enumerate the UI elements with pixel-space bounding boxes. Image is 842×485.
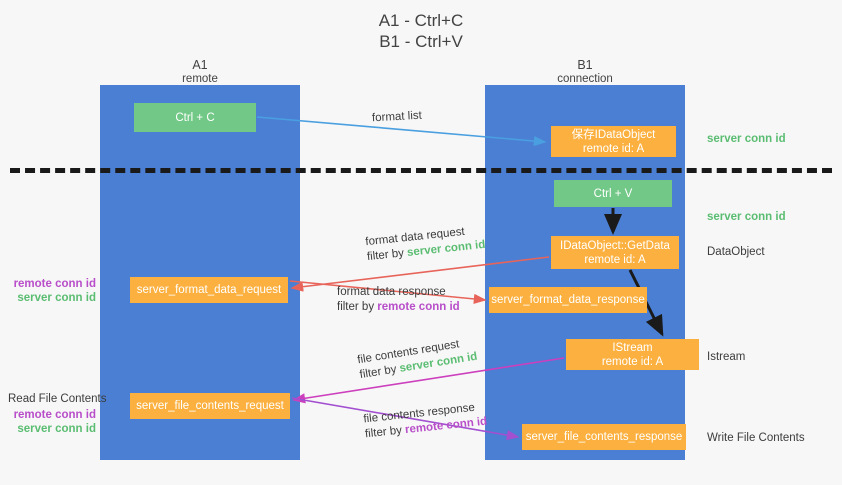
box-server-file-contents-request[interactable]: server_file_contents_request <box>130 393 290 419</box>
label-remote-conn-id-lower: remote conn id <box>13 409 96 421</box>
box-save-idataobject[interactable]: 保存IDataObject remote id: A <box>551 126 676 157</box>
box-server-file-contents-response-label: server_file_contents_response <box>525 431 683 443</box>
label-fdresp-highlight: remote conn id <box>377 301 460 313</box>
box-ctrl-c-label: Ctrl + C <box>175 111 215 124</box>
label-format-data-request: format data request filter by server con… <box>365 223 486 265</box>
label-server-conn-id-upper: server conn id <box>17 292 96 304</box>
box-idataobject-getdata[interactable]: IDataObject::GetData remote id: A <box>551 236 679 269</box>
lane-header-b1: B1 connection <box>485 58 685 86</box>
lane-header-b1-name: B1 <box>577 58 593 72</box>
label-format-data-response-filter: filter by remote conn id <box>337 300 460 315</box>
box-getdata-line2: remote id: A <box>584 253 646 266</box>
label-file-contents-request: file contents request filter by server c… <box>356 335 479 383</box>
lane-header-a1-role: remote <box>182 73 218 85</box>
label-server-conn-id-mid: server conn id <box>707 211 786 223</box>
label-fcresp-prefix: filter by <box>364 424 406 441</box>
box-server-file-contents-response[interactable]: server_file_contents_response <box>522 424 686 450</box>
label-server-conn-id-top: server conn id <box>707 133 786 145</box>
title-line-2: B1 - Ctrl+V <box>379 32 463 51</box>
box-save-idataobject-line1: 保存IDataObject <box>571 128 656 141</box>
page-title: A1 - Ctrl+C B1 - Ctrl+V <box>0 10 842 52</box>
box-server-format-data-response-label: server_format_data_response <box>491 294 645 306</box>
phase-divider <box>10 168 832 173</box>
title-line-1: A1 - Ctrl+C <box>378 11 464 30</box>
box-server-file-contents-request-label: server_file_contents_request <box>136 400 284 412</box>
label-remote-conn-id-upper: remote conn id <box>13 278 96 290</box>
label-format-data-response-line1: format data response <box>337 286 446 298</box>
label-format-data-response: format data response filter by remote co… <box>337 285 460 315</box>
label-fdresp-prefix: filter by <box>337 301 378 313</box>
label-conn-ids-upper: remote conn id server conn id <box>8 277 96 305</box>
lane-header-b1-role: connection <box>557 73 613 85</box>
box-getdata-line1: IDataObject::GetData <box>560 239 670 252</box>
label-file-contents-response: file contents response filter by remote … <box>363 400 488 443</box>
box-server-format-data-response[interactable]: server_format_data_response <box>489 287 647 313</box>
box-istream-line1: IStream <box>612 341 653 354</box>
label-server-conn-id-lower: server conn id <box>17 423 96 435</box>
box-istream-line2: remote id: A <box>601 355 664 368</box>
label-dataobject: DataObject <box>707 246 765 258</box>
box-ctrl-v-label: Ctrl + V <box>593 187 633 200</box>
box-server-format-data-request-label: server_format_data_request <box>136 284 282 296</box>
box-ctrl-v[interactable]: Ctrl + V <box>554 180 672 207</box>
label-fdreq-prefix: filter by <box>366 246 408 264</box>
label-format-list-text: format list <box>371 109 423 125</box>
label-read-file-contents: Read File Contents <box>8 393 107 405</box>
label-format-list: format list <box>372 109 423 127</box>
box-save-idataobject-line2: remote id: A <box>582 142 645 155</box>
box-istream[interactable]: IStream remote id: A <box>566 339 699 370</box>
label-istream: Istream <box>707 351 746 363</box>
label-write-file-contents: Write File Contents <box>707 432 805 444</box>
lane-header-a1-name: A1 <box>192 58 208 72</box>
lane-header-a1: A1 remote <box>100 58 300 86</box>
box-ctrl-c[interactable]: Ctrl + C <box>134 103 256 132</box>
box-server-format-data-request[interactable]: server_format_data_request <box>130 277 288 303</box>
label-conn-ids-lower: remote conn id server conn id <box>8 408 96 436</box>
